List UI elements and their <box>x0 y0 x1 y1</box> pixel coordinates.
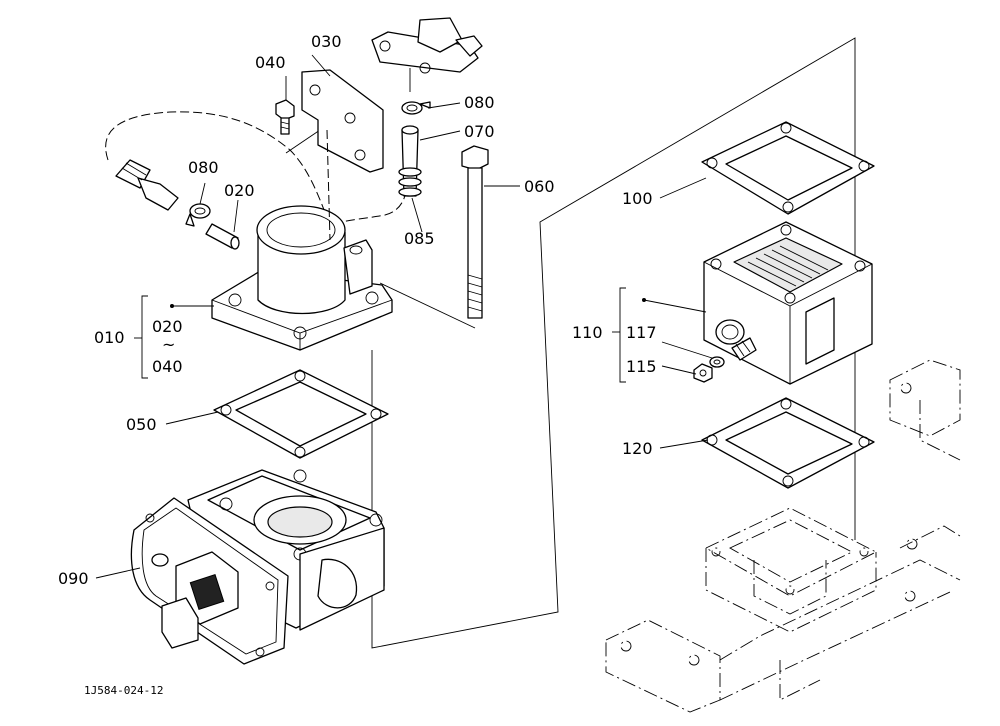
label-060[interactable]: 060 <box>524 177 555 196</box>
nut-115[interactable] <box>693 363 713 383</box>
label-010[interactable]: 010 <box>94 328 125 347</box>
hose-clamp-085[interactable] <box>398 167 422 197</box>
intake-manifold-reference <box>605 359 961 713</box>
label-090[interactable]: 090 <box>58 569 89 588</box>
label-080-left[interactable]: 080 <box>188 158 219 177</box>
label-020-range: 020 <box>152 317 183 336</box>
bracket-030[interactable] <box>301 69 384 173</box>
label-range-tilde: ~ <box>162 335 175 354</box>
label-030[interactable]: 030 <box>311 32 342 51</box>
terminal-stud-117[interactable] <box>731 337 757 361</box>
label-050[interactable]: 050 <box>126 415 157 434</box>
label-070[interactable]: 070 <box>464 122 495 141</box>
label-040-top[interactable]: 040 <box>255 53 286 72</box>
heater-element-grid <box>747 245 829 287</box>
temperature-sensor-connector[interactable] <box>115 159 179 211</box>
hose-clamp-080-left[interactable] <box>185 203 211 227</box>
leader-lines <box>95 54 713 579</box>
sensor-cable <box>105 111 407 226</box>
gasket-120[interactable] <box>701 397 875 489</box>
gasket-050[interactable] <box>213 369 389 459</box>
hose-clamp-080-right[interactable] <box>401 101 431 115</box>
label-110[interactable]: 110 <box>572 323 603 342</box>
throttle-body-090[interactable] <box>130 469 385 665</box>
drawing-code: 1J584-024-12 <box>84 684 163 697</box>
pipe-020[interactable] <box>205 223 240 250</box>
part-labels: 030 040 080 070 060 085 080 020 010 020 … <box>58 32 657 697</box>
air-heater-110[interactable] <box>703 221 873 385</box>
assembly-outline-lines <box>285 37 856 649</box>
label-020-top[interactable]: 020 <box>224 181 255 200</box>
gasket-100[interactable] <box>701 121 875 215</box>
washer-117[interactable] <box>709 356 725 368</box>
label-120[interactable]: 120 <box>622 439 653 458</box>
long-bolt-060[interactable] <box>461 145 489 319</box>
label-080-right[interactable]: 080 <box>464 93 495 112</box>
label-100[interactable]: 100 <box>622 189 653 208</box>
sensor-plug-top[interactable] <box>371 17 483 92</box>
intake-pipe-010[interactable] <box>211 129 393 351</box>
label-085[interactable]: 085 <box>404 229 435 248</box>
label-040-range: 040 <box>152 357 183 376</box>
bolt-040[interactable] <box>275 99 295 135</box>
label-115[interactable]: 115 <box>626 357 657 376</box>
label-117[interactable]: 117 <box>626 323 657 342</box>
